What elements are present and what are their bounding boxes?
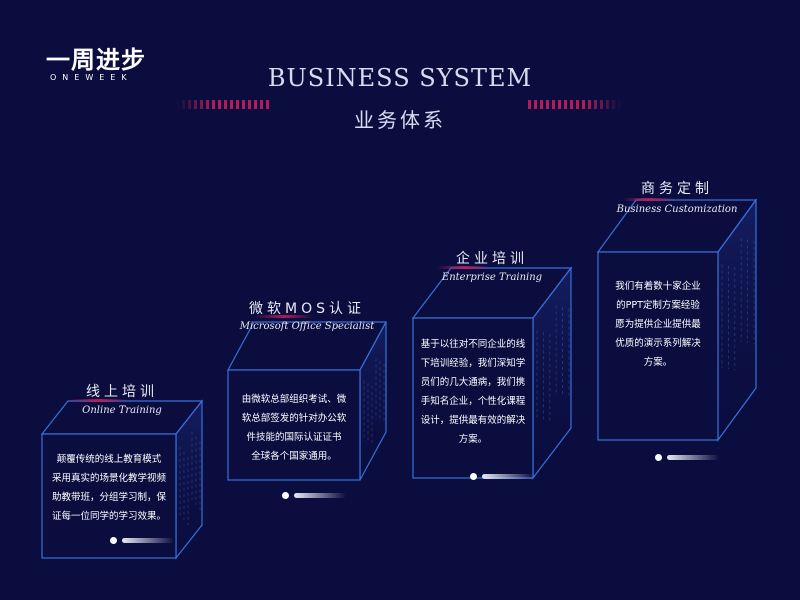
cube-3-side-face [532,266,572,480]
step-1-description-line: 颠覆传统的线上教育模式 [56,454,162,465]
step-1-title-cn: 线上培训 [86,384,158,400]
step-2-description-line: 由微软总部组织考试、微 [241,394,347,405]
step-4-description-line: 我们有着数十家企业 [615,281,701,292]
step-3-indicator-dot [470,473,477,480]
step-2-description-line: 全球各个国家通用。 [251,451,337,462]
step-4-title-en: Business Customization [616,204,738,215]
cube-1-label-underline [68,399,130,402]
cube-4-label-underline [622,198,676,201]
step-4-indicator-dot [655,454,662,461]
logo-text: 一周进步 [46,46,146,74]
cube-4-front-face [597,251,719,441]
step-4-description-line: 愿为提供企业提供最 [615,319,701,330]
step-1-description-line: 采用真实的场景化教学视频 [51,473,166,484]
step-1-indicator-bar [122,538,174,543]
step-3-title-en: Enterprise Training [441,272,543,283]
step-3-description-line: 基于以往对不同企业的线 [420,339,526,350]
cube-1-front-face [41,433,177,559]
step-2-description-line: 软总部签发的针对办公软 [241,413,347,424]
cube-3-front-face [412,317,534,479]
cube-3-label-underline [437,266,491,269]
step-3-description-line: 方案。 [458,434,488,445]
step-2-indicator-bar [294,493,346,498]
cube-4-side-face [717,198,757,442]
step-2-title-en: Microsoft Office Specialist [239,321,375,332]
step-1-indicator-dot [110,537,117,544]
step-2-title-cn: 微软MOS认证 [249,301,365,317]
page-title-cn: 业务体系 [354,108,446,132]
step-3-title-cn: 企业培训 [456,251,528,267]
step-4-description-line: 优质的演示系列解决 [615,338,701,349]
step-3-description-line: 手知名企业，个性化课程 [420,396,526,407]
step-1-description: 颠覆传统的线上教育模式采用真实的场景化教学视频助教带班，分组学习制，保证每一位同… [42,450,176,526]
step-3-description: 基于以往对不同企业的线下培训经验，我们深知学员们的几大通病，我们携手知名企业，个… [413,335,533,449]
step-4-description: 我们有着数十家企业的PPT定制方案经验愿为提供企业提供最优质的演示系列解决方案。 [598,277,718,372]
step-3-description-line: 员们的几大通病，我们携 [420,377,526,388]
right-stripe-decoration [528,100,622,109]
step-4-title-cn: 商务定制 [641,181,713,197]
step-4-description-line: 的PPT定制方案经验 [616,300,700,311]
step-1-description-line: 助教带班，分组学习制，保 [51,492,166,503]
step-1-description-line: 证每一位同学的学习效果。 [51,511,166,522]
cube-2-front-face [227,369,361,481]
step-2-indicator-dot [282,492,289,499]
step-1-title-en: Online Training [82,405,162,416]
logo-subtext: ONEWEEK [50,73,133,82]
step-3-indicator-bar [482,474,534,479]
left-stripe-decoration [176,100,270,109]
step-3-description-line: 下培训经验，我们深知学 [420,358,526,369]
page-title-en: BUSINESS SYSTEM [267,64,533,92]
step-4-description-line: 方案。 [643,357,673,368]
step-2-description: 由微软总部组织考试、微软总部签发的针对办公软件技能的国际认证证书全球各个国家通用… [228,390,360,466]
step-3-description-line: 设计，提供最有效的解决 [420,415,526,426]
step-4-indicator-bar [667,455,719,460]
step-2-description-line: 件技能的国际认证证书 [246,432,342,443]
cube-2-label-underline [254,315,314,318]
